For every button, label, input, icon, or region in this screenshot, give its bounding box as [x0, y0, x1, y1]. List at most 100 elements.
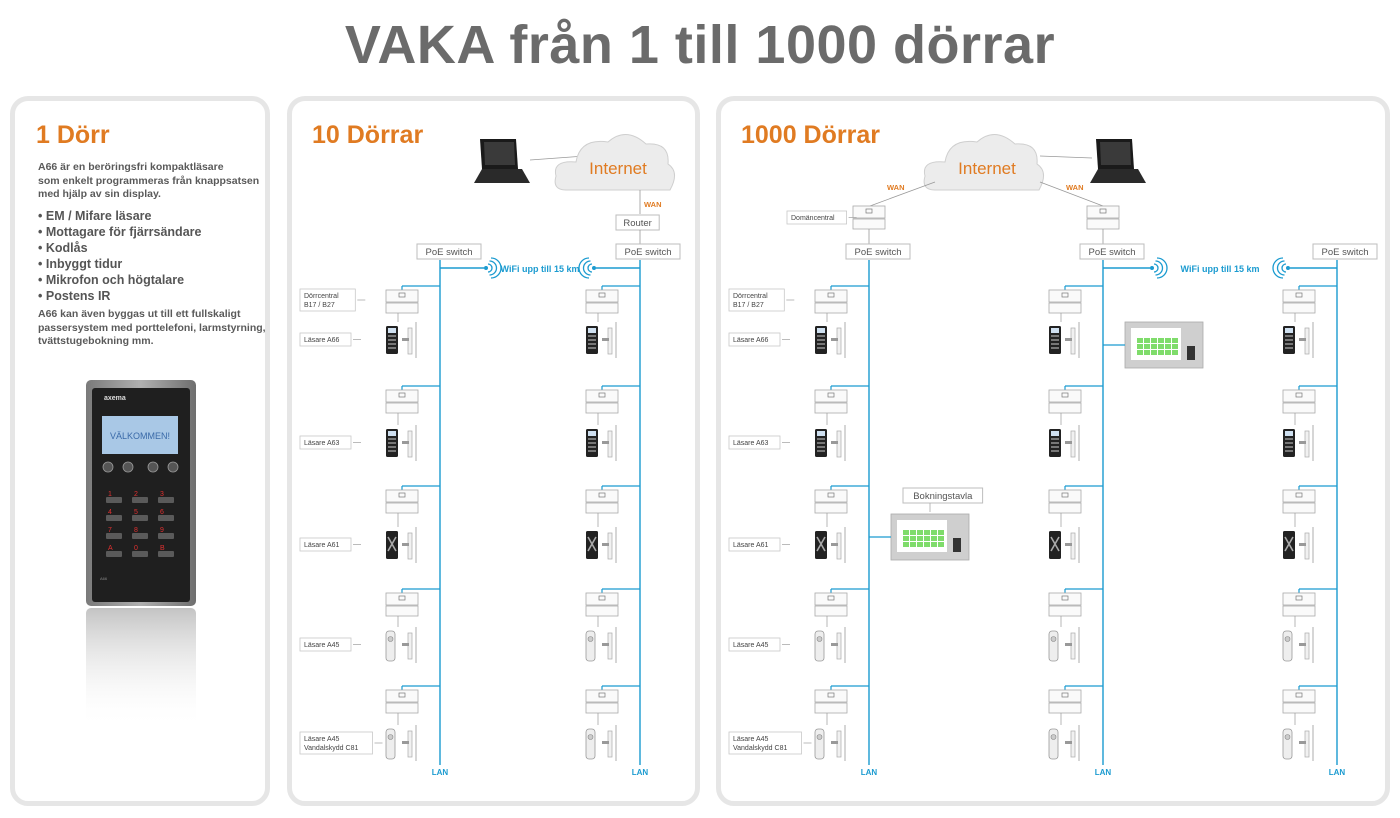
internet-cloud [923, 134, 1044, 191]
reader-sensor [587, 636, 594, 642]
panel-one-door-intro: A66 är en beröringsfri kompaktläsare som… [38, 161, 259, 202]
door-controller-led [827, 595, 835, 601]
booking-slot [931, 530, 937, 535]
poe-switch-box [1079, 243, 1145, 260]
keypad-key-label: 6 [160, 509, 164, 516]
reader-label: Vandalskydd C81 [733, 745, 787, 752]
internet-cloud [554, 134, 675, 191]
reader-display [588, 328, 596, 333]
door-controller-led [1295, 392, 1303, 398]
door-controller-led [827, 492, 835, 498]
door-controller-led [1061, 492, 1069, 498]
door-controller-module [1048, 702, 1082, 714]
intro-line: med hjälp av sin display. [38, 188, 161, 200]
reader-label: Läsare A63 [733, 440, 769, 447]
door-controller-led [1295, 595, 1303, 601]
reader-a45 [385, 630, 396, 662]
booking-slot [910, 542, 916, 547]
booking-slot [910, 536, 916, 541]
reader-sensor [387, 636, 394, 642]
reader-keys [1285, 339, 1293, 341]
feature-item: Kodlås [38, 240, 201, 256]
reader-keys [817, 438, 825, 440]
door-controller [814, 289, 848, 303]
booking-slot [917, 536, 923, 541]
booking-slot [931, 536, 937, 541]
reader-sensor [816, 636, 823, 642]
lan-label: LAN [632, 768, 649, 777]
reader-x-mark [1050, 536, 1060, 552]
reader-a45 [1048, 630, 1059, 662]
wifi-icon [1286, 266, 1290, 270]
reader-a45 [385, 728, 396, 760]
lan-label: LAN [861, 768, 878, 777]
reader-a45 [1282, 728, 1293, 760]
door-controller-led [598, 392, 606, 398]
wifi-wave [582, 260, 591, 276]
door-handle [1299, 643, 1306, 646]
page-title: VAKA från 1 till 1000 dörrar [344, 15, 1056, 75]
booking-slot [917, 530, 923, 535]
reader-keys [817, 335, 825, 337]
reader-display [817, 431, 825, 436]
reader-a45 [814, 728, 825, 760]
outro-line: passersystem med porttelefoni, larmstyrn… [38, 321, 266, 334]
booking-slot [931, 542, 937, 547]
door-controller-module [814, 502, 848, 514]
poe-switch-box [416, 243, 482, 260]
door-controller-module [814, 605, 848, 617]
reader-keys [588, 335, 596, 337]
door-handle [831, 441, 838, 444]
door-controller-led [398, 292, 406, 298]
door-handle [602, 543, 609, 546]
poe-switch-box [615, 243, 681, 260]
keypad-key [106, 533, 122, 539]
wifi-icon [592, 266, 596, 270]
door-handle [602, 643, 609, 646]
door-handle [831, 741, 838, 744]
feature-item: Mottagare för fjärrsändare [38, 224, 202, 240]
keypad-key-label: 2 [134, 491, 138, 498]
feature-item: EM / Mifare läsare [38, 208, 201, 224]
reader-label: Läsare A66 [733, 337, 769, 344]
reader-keys [588, 446, 596, 448]
door-controller-led [398, 492, 406, 498]
reader-keys [817, 343, 825, 345]
reader-keys [1051, 339, 1059, 341]
reader-keys [1051, 442, 1059, 444]
door-controller-module [1282, 302, 1316, 314]
wan-label: WAN [644, 200, 662, 209]
intro-line: A66 är en beröringsfri kompaktläsare [38, 161, 224, 173]
booking-slot [1137, 338, 1143, 343]
reader-keys [388, 446, 396, 448]
booking-slot [917, 542, 923, 547]
booking-slot [1144, 344, 1150, 349]
door-controller-led [598, 595, 606, 601]
keypad-key [106, 551, 122, 557]
booking-slot [1144, 350, 1150, 355]
door-controller-led [398, 392, 406, 398]
reader-label-box [728, 332, 781, 347]
booking-slot [924, 542, 930, 547]
door-controller [814, 389, 848, 403]
reader-x-mark [816, 536, 826, 552]
door-controller-module [814, 702, 848, 714]
booking-reader [953, 538, 961, 552]
reader-keys [1051, 347, 1059, 349]
door-controller [1048, 289, 1082, 303]
reader-keys [588, 442, 596, 444]
reader-sensor [587, 734, 594, 740]
reader-label: Läsare A63 [304, 440, 340, 447]
booking-slot [910, 530, 916, 535]
reader-sensor [816, 734, 823, 740]
door-controller [1282, 592, 1316, 606]
door-controller [1086, 205, 1120, 219]
reader-keys [817, 446, 825, 448]
intro-line: som enkelt programmeras från knappsatsen [38, 174, 260, 187]
door-controller [385, 389, 419, 403]
door-controller [1048, 689, 1082, 703]
reader-keys [1051, 438, 1059, 440]
reader-label-box [728, 731, 802, 755]
reader-keys [1285, 446, 1293, 448]
lan-label: LAN [1329, 768, 1346, 777]
